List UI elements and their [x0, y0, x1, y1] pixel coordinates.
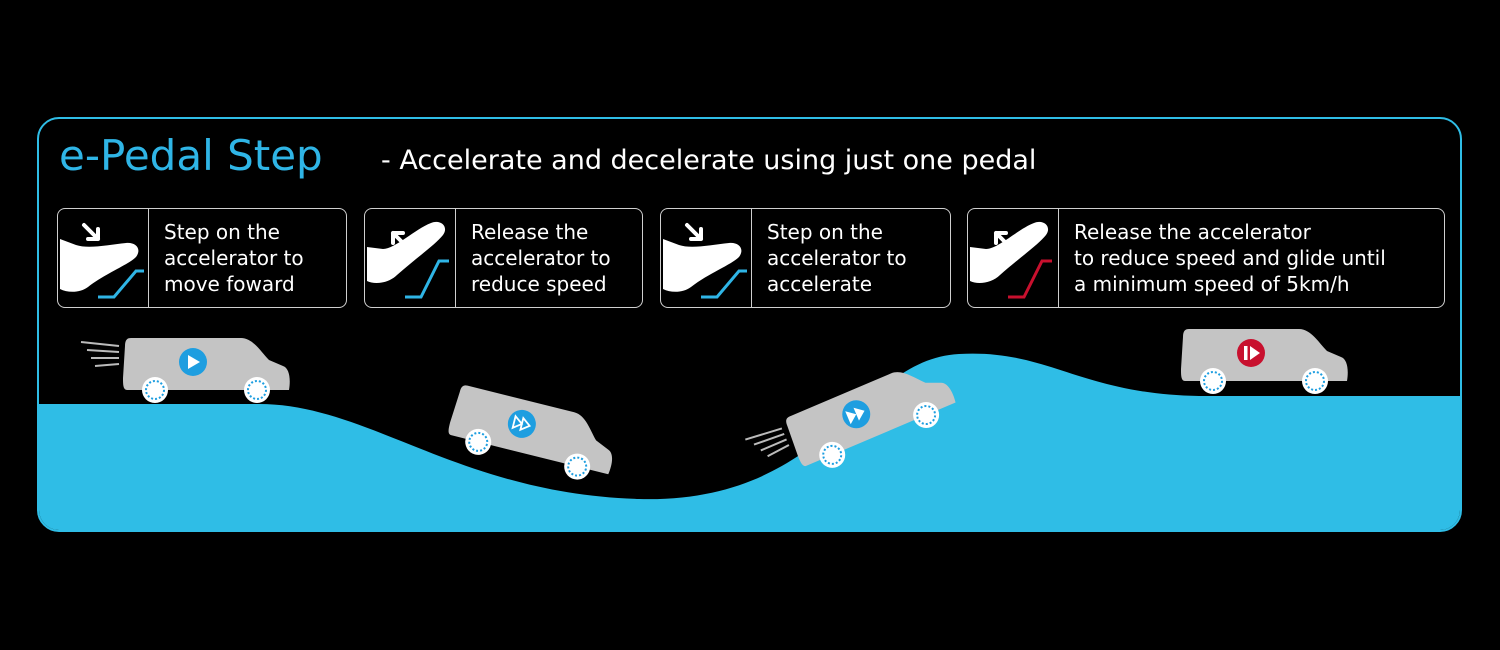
play-icon [188, 355, 200, 369]
glide-stop-icon [1244, 346, 1260, 360]
car-2 [448, 385, 613, 480]
cars-layer [80, 329, 1348, 480]
step-card-4: Release the accelerator to reduce speed … [967, 208, 1445, 308]
pedal-line [405, 259, 449, 299]
pedal-line [701, 269, 747, 299]
speed-lines [745, 427, 790, 458]
page-subtitle: - Accelerate and decelerate using just o… [381, 145, 1037, 176]
pedal-release-icon [365, 209, 456, 307]
slow-forward-icon [511, 414, 532, 432]
car-3 [745, 372, 956, 468]
step-card-2: Release the accelerator to reduce speed [364, 208, 643, 308]
step-card-3: Step on the accelerator to accelerate [660, 208, 951, 308]
e-pedal-diagram-frame: e-Pedal Step - Accelerate and decelerate… [37, 117, 1462, 532]
pedal-line [98, 269, 144, 299]
arrow-up-icon [994, 231, 1012, 249]
step-card-1: Step on the accelerator to move foward [57, 208, 347, 308]
step-text-2: Release the accelerator to reduce speed [471, 220, 611, 296]
car-1 [80, 338, 290, 403]
foot-shape [663, 239, 742, 292]
foot-shape [60, 239, 139, 292]
road-scene [39, 329, 1460, 530]
speed-lines [80, 341, 120, 367]
step-text-1: Step on the accelerator to move foward [164, 220, 304, 296]
arrow-down-icon [685, 223, 703, 241]
arrow-down-icon [82, 223, 100, 241]
arrow-up-icon [391, 231, 409, 249]
pedal-release-red-icon [968, 209, 1059, 307]
car-4 [1181, 329, 1348, 394]
pedal-press-icon [58, 209, 149, 307]
pedal-line [1008, 259, 1052, 299]
foot-shape [367, 221, 446, 283]
pedal-press-icon [661, 209, 752, 307]
fast-forward-icon [845, 407, 865, 425]
road-hill [39, 353, 1460, 530]
foot-shape [970, 221, 1049, 283]
step-text-3: Step on the accelerator to accelerate [767, 220, 907, 296]
step-text-4: Release the accelerator to reduce speed … [1074, 220, 1386, 296]
page-title: e-Pedal Step [59, 131, 323, 180]
